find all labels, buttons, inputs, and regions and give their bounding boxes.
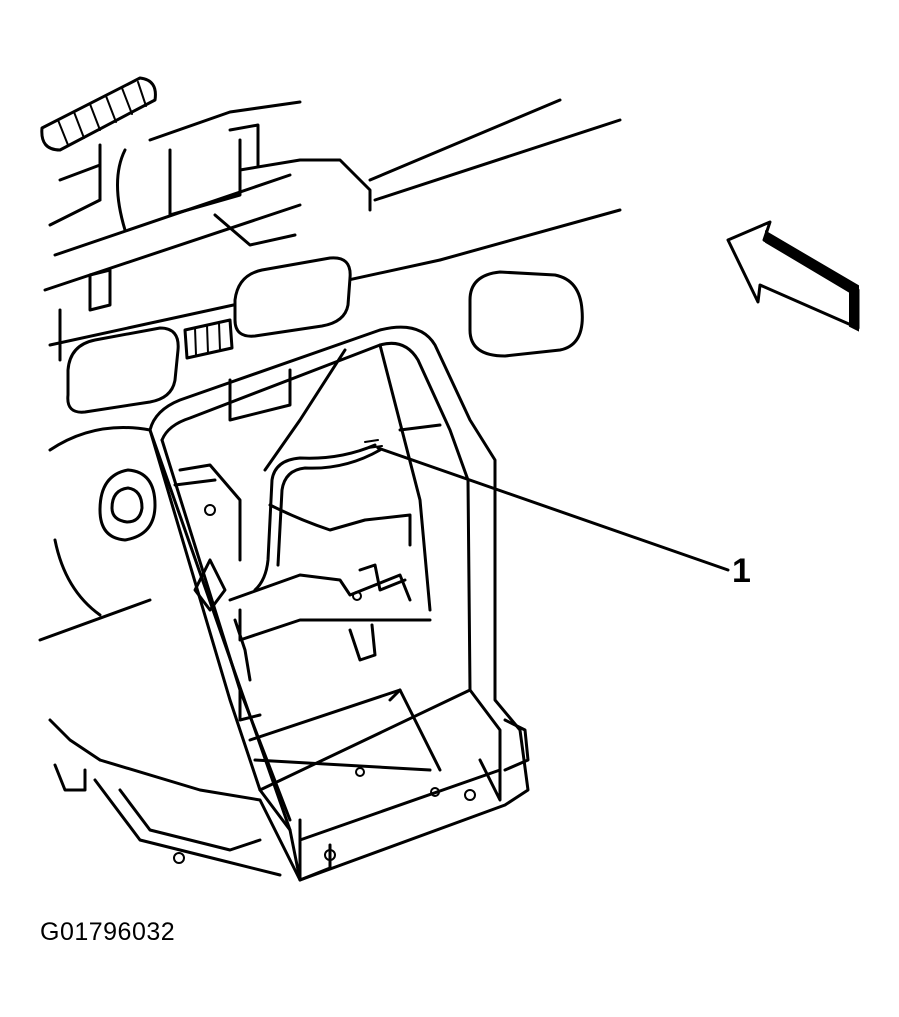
mounting-holes: [173, 504, 476, 864]
radio-cavity: [228, 343, 472, 792]
callout-leader-1: [376, 446, 730, 572]
center-vents: [66, 256, 584, 414]
lower-dash-panel: [48, 718, 530, 882]
defroster-grille: [40, 76, 157, 152]
figure-id: G01796032: [40, 918, 176, 946]
direction-arrow: [726, 220, 860, 332]
steering-column-area: [38, 426, 157, 642]
wiring-harness: [173, 439, 432, 682]
callout-label-1: 1: [732, 552, 751, 590]
